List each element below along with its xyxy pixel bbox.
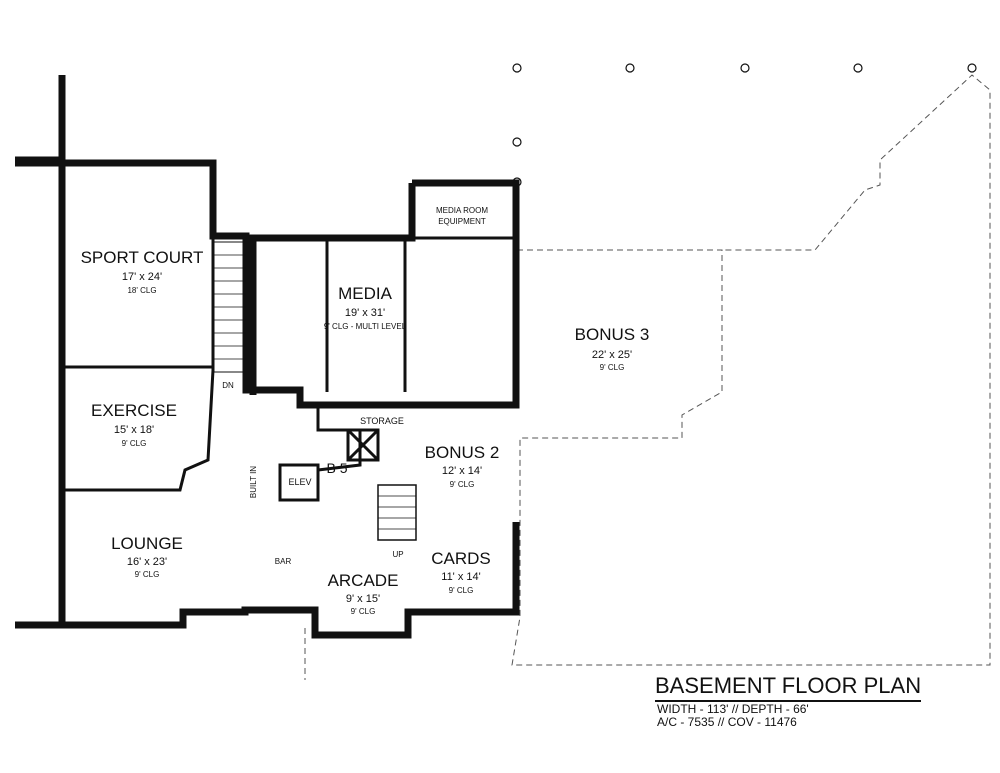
room-bonus-2: BONUS 2 12' x 14' 9' CLG — [425, 443, 500, 489]
room-exercise: EXERCISE 15' x 18' 9' CLG — [91, 401, 177, 448]
walls — [15, 75, 520, 639]
built-in-label: BUILT IN — [249, 466, 258, 498]
bath-label: B 5 — [326, 460, 347, 476]
dashed-outline — [304, 74, 991, 680]
svg-text:9' CLG: 9' CLG — [351, 607, 376, 616]
bar-label: BAR — [275, 557, 292, 566]
room-media: MEDIA 19' x 31' 9' CLG - MULTI LEVEL — [324, 284, 407, 331]
svg-text:9' CLG: 9' CLG — [600, 363, 625, 372]
svg-text:BONUS 2: BONUS 2 — [425, 443, 500, 462]
plan-area: A/C - 7535 // COV - 11476 — [657, 715, 797, 729]
svg-text:LOUNGE: LOUNGE — [111, 534, 183, 553]
svg-text:22' x 25': 22' x 25' — [592, 349, 632, 361]
interior-walls — [62, 236, 516, 541]
svg-text:11' x 14': 11' x 14' — [441, 571, 480, 583]
svg-text:17' x 24': 17' x 24' — [122, 271, 162, 283]
svg-text:9' CLG: 9' CLG — [450, 480, 475, 489]
storage-label: STORAGE — [360, 416, 404, 426]
svg-text:BONUS 3: BONUS 3 — [575, 325, 650, 344]
svg-text:ARCADE: ARCADE — [328, 571, 399, 590]
svg-text:CARDS: CARDS — [431, 549, 491, 568]
room-lounge: LOUNGE 16' x 23' 9' CLG — [111, 534, 183, 579]
room-arcade: ARCADE 9' x 15' 9' CLG — [328, 571, 399, 616]
svg-text:18' CLG: 18' CLG — [127, 286, 156, 295]
stair-down-label: DN — [222, 381, 234, 390]
plan-title: BASEMENT FLOOR PLAN — [655, 673, 922, 702]
columns — [512, 63, 977, 187]
svg-text:16' x 23': 16' x 23' — [127, 556, 167, 568]
stair-treads — [214, 254, 416, 530]
svg-text:19' x 31': 19' x 31' — [345, 307, 385, 319]
svg-text:15' x 18': 15' x 18' — [114, 424, 154, 436]
room-bonus-3: BONUS 3 22' x 25' 9' CLG — [575, 325, 650, 372]
svg-text:SPORT COURT: SPORT COURT — [81, 248, 204, 267]
svg-text:12' x 14': 12' x 14' — [442, 465, 482, 477]
svg-text:9' CLG - MULTI LEVEL: 9' CLG - MULTI LEVEL — [324, 322, 407, 331]
room-sport-court: SPORT COURT 17' x 24' 18' CLG — [81, 248, 204, 295]
svg-text:9' CLG: 9' CLG — [449, 586, 474, 595]
elevator-label: ELEV — [288, 477, 311, 487]
svg-text:9' x 15': 9' x 15' — [346, 593, 380, 605]
svg-text:EQUIPMENT: EQUIPMENT — [438, 217, 486, 226]
svg-text:EXERCISE: EXERCISE — [91, 401, 177, 420]
room-media-equipment: MEDIA ROOM EQUIPMENT — [436, 206, 488, 226]
svg-text:MEDIA: MEDIA — [338, 284, 393, 303]
svg-text:9' CLG: 9' CLG — [135, 570, 160, 579]
room-cards: CARDS 11' x 14' 9' CLG — [431, 549, 491, 595]
svg-text:MEDIA ROOM: MEDIA ROOM — [436, 206, 488, 215]
stair-up-label: UP — [392, 550, 403, 559]
plan-dimensions: WIDTH - 113' // DEPTH - 66' — [657, 702, 809, 716]
svg-text:9' CLG: 9' CLG — [122, 439, 147, 448]
